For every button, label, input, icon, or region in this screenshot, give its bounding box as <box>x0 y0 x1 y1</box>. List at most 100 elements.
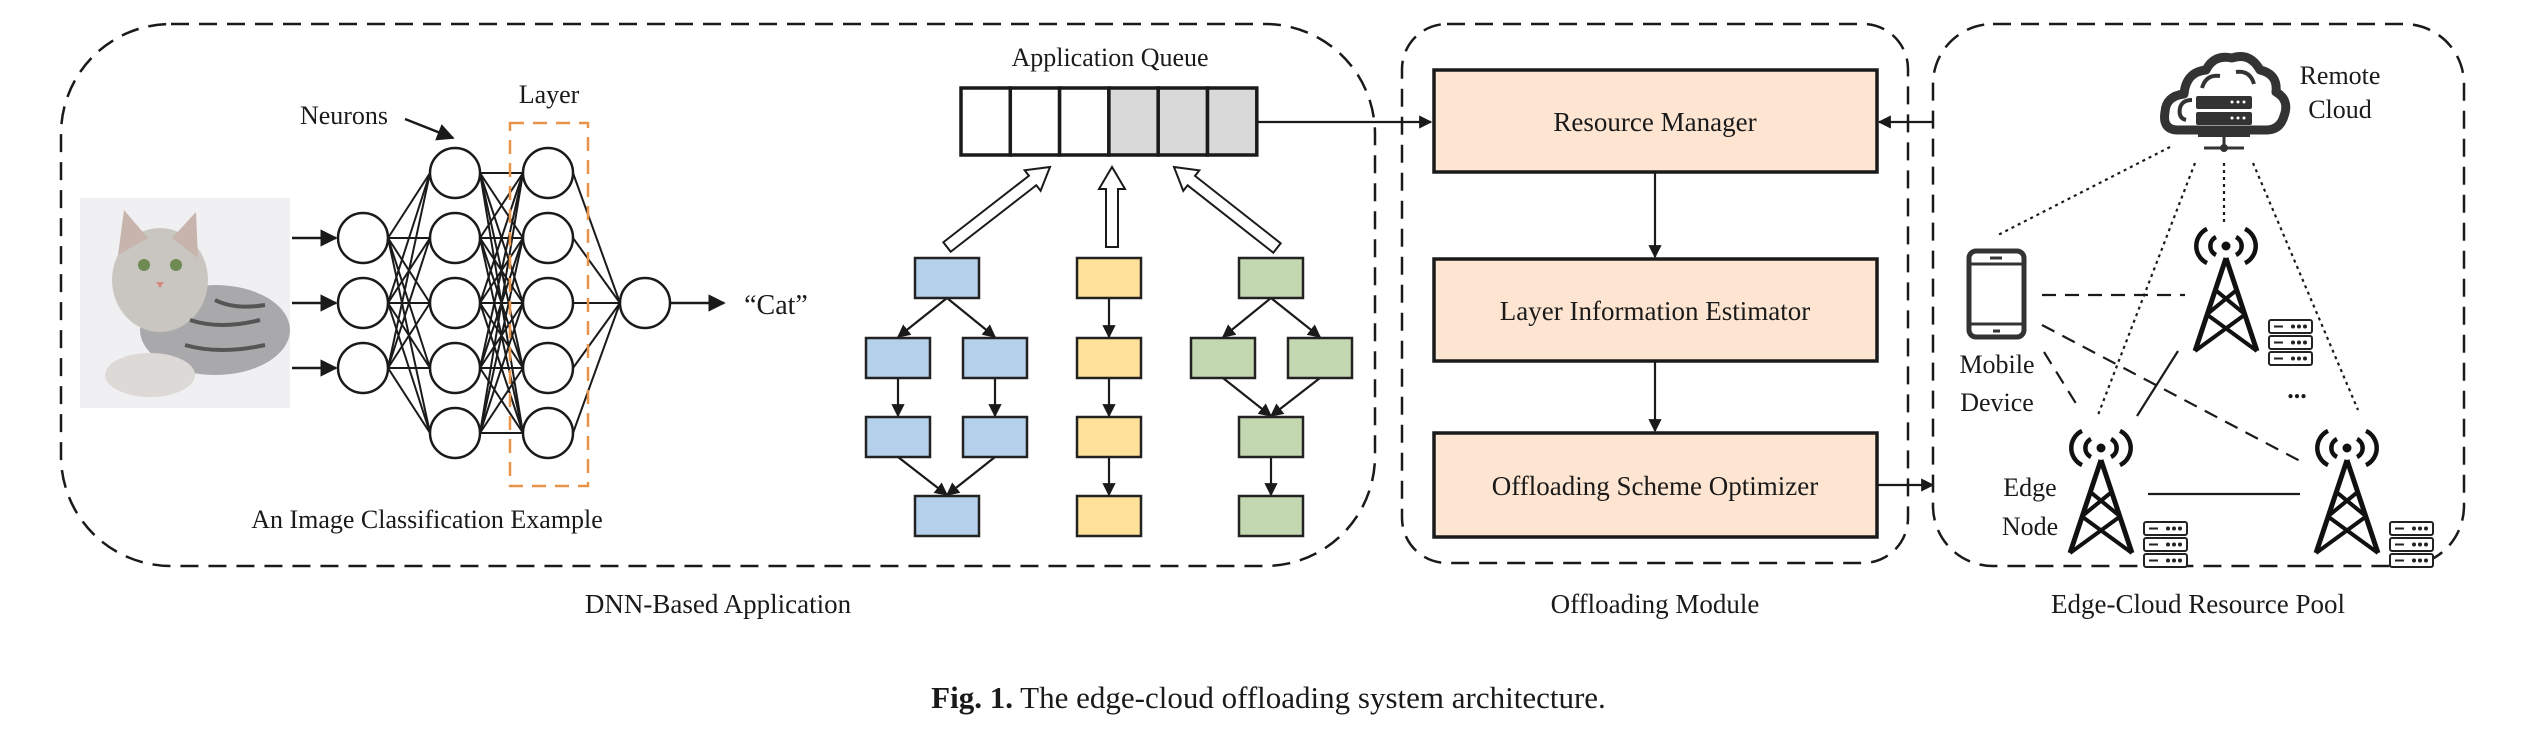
hollow-submit-arrow <box>1097 165 1127 248</box>
pool-panel-frame <box>1931 22 2466 568</box>
nn-connection <box>479 172 524 239</box>
signal-wave <box>2069 428 2084 468</box>
signal-wave <box>2315 428 2330 468</box>
neuron-node <box>336 276 390 330</box>
mobile-label-line2: Device <box>1960 388 2034 417</box>
server-led <box>2172 526 2176 531</box>
tower-bracing <box>2193 288 2259 353</box>
dag-task-node-blue <box>913 494 981 538</box>
server-led <box>2418 542 2422 547</box>
remote-cloud-icon <box>2160 52 2291 152</box>
server-led <box>2297 340 2301 345</box>
hollow-submit-arrow <box>941 165 1052 254</box>
signal-wave <box>2364 428 2379 468</box>
queue-cell-empty <box>959 86 1013 157</box>
queue-cell-empty <box>1057 86 1111 157</box>
dag-task-node-green <box>1189 336 1257 380</box>
tower-bracing <box>2314 490 2380 555</box>
dag-task-node-blue <box>961 415 1029 459</box>
mobile-device-icon <box>1966 248 2027 340</box>
offloading-scheme-optimizer-label: Offloading Scheme Optimizer <box>1492 471 1818 501</box>
neuron-node <box>521 406 575 460</box>
neuron-node <box>336 211 390 265</box>
server-rack-icon <box>2268 319 2313 366</box>
server-rack-icon <box>2389 521 2434 568</box>
neural-network <box>292 146 726 460</box>
dag-task-node-yellow <box>1075 494 1143 538</box>
tower-bracing <box>2068 490 2134 555</box>
tower-legs <box>2067 459 2135 554</box>
server-led <box>2418 558 2422 563</box>
nn-connection <box>387 237 431 369</box>
neuron-node <box>336 341 390 395</box>
dag-edge <box>897 456 949 496</box>
server-led <box>2166 558 2170 563</box>
remote-cloud-label-line2: Cloud <box>2308 95 2372 124</box>
signal-wave <box>2194 226 2209 266</box>
server-led <box>2172 542 2176 547</box>
server-led <box>2291 356 2295 361</box>
edge-links-solid <box>2136 350 2300 496</box>
dnn-panel-title: DNN-Based Application <box>585 589 852 619</box>
server-unit <box>2143 553 2188 568</box>
edge-label-line2: Node <box>2002 512 2058 541</box>
server-unit <box>2268 351 2313 366</box>
server-led <box>2178 558 2182 563</box>
neuron-node <box>521 211 575 265</box>
layer-label: Layer <box>519 80 580 109</box>
server-led <box>2412 542 2416 547</box>
signal-wave <box>2208 234 2218 258</box>
dag-task-node-green <box>1286 336 1354 380</box>
resource-manager-label: Resource Manager <box>1553 107 1756 137</box>
layer-information-estimator-label: Layer Information Estimator <box>1500 296 1810 326</box>
layer-highlight-box <box>508 121 590 488</box>
tower-legs <box>2192 257 2260 352</box>
figure-number: Fig. 1. <box>931 680 1013 715</box>
offloading-panel-frame <box>1400 22 1910 565</box>
example-label: An Image Classification Example <box>251 505 603 534</box>
dag-task-node-green <box>1237 415 1305 459</box>
dag-task-node-yellow <box>1075 256 1143 300</box>
server-led <box>2424 542 2428 547</box>
neuron-node <box>521 276 575 330</box>
neuron-node <box>618 276 672 330</box>
more-nodes-ellipsis: ... <box>2287 375 2307 404</box>
dag-edge <box>946 297 997 338</box>
queue-cell-filled <box>1156 86 1210 157</box>
server-led <box>2297 356 2301 361</box>
nn-connection <box>479 172 524 434</box>
nn-connection <box>572 302 621 434</box>
dag-edge <box>1221 297 1272 338</box>
neuron-node <box>521 341 575 395</box>
hollow-submit-arrow <box>1172 165 1283 255</box>
server-led <box>2424 558 2428 563</box>
cat-image <box>80 198 290 408</box>
dag-task-node-yellow <box>1075 415 1143 459</box>
dag-edge <box>896 297 948 338</box>
nn-connection <box>479 237 524 434</box>
signal-wave <box>2083 436 2093 460</box>
nn-connection <box>387 172 431 239</box>
server-led <box>2303 356 2307 361</box>
server-led <box>2178 542 2182 547</box>
edge-node-tower-icon <box>2313 428 2381 555</box>
signal-wave <box>2109 436 2119 460</box>
dag-submit-arrows <box>941 165 1283 255</box>
server-led <box>2412 558 2416 563</box>
output-label: “Cat” <box>744 290 808 321</box>
server-unit <box>2143 521 2188 536</box>
nn-connection <box>572 172 621 304</box>
server-led <box>2303 340 2307 345</box>
nn-connection <box>479 172 524 304</box>
neuron-node <box>428 276 482 330</box>
signal-wave <box>2234 234 2244 258</box>
figure-caption-text: The edge-cloud offloading system archite… <box>1012 680 1606 715</box>
server-led <box>2297 324 2301 329</box>
tower-legs <box>2313 459 2381 554</box>
signal-wave <box>2118 428 2133 468</box>
server-led <box>2291 340 2295 345</box>
signal-wave <box>2329 436 2339 460</box>
nn-connection <box>479 367 524 434</box>
neuron-node <box>428 211 482 265</box>
mobile-label-line1: Mobile <box>1959 350 2034 379</box>
